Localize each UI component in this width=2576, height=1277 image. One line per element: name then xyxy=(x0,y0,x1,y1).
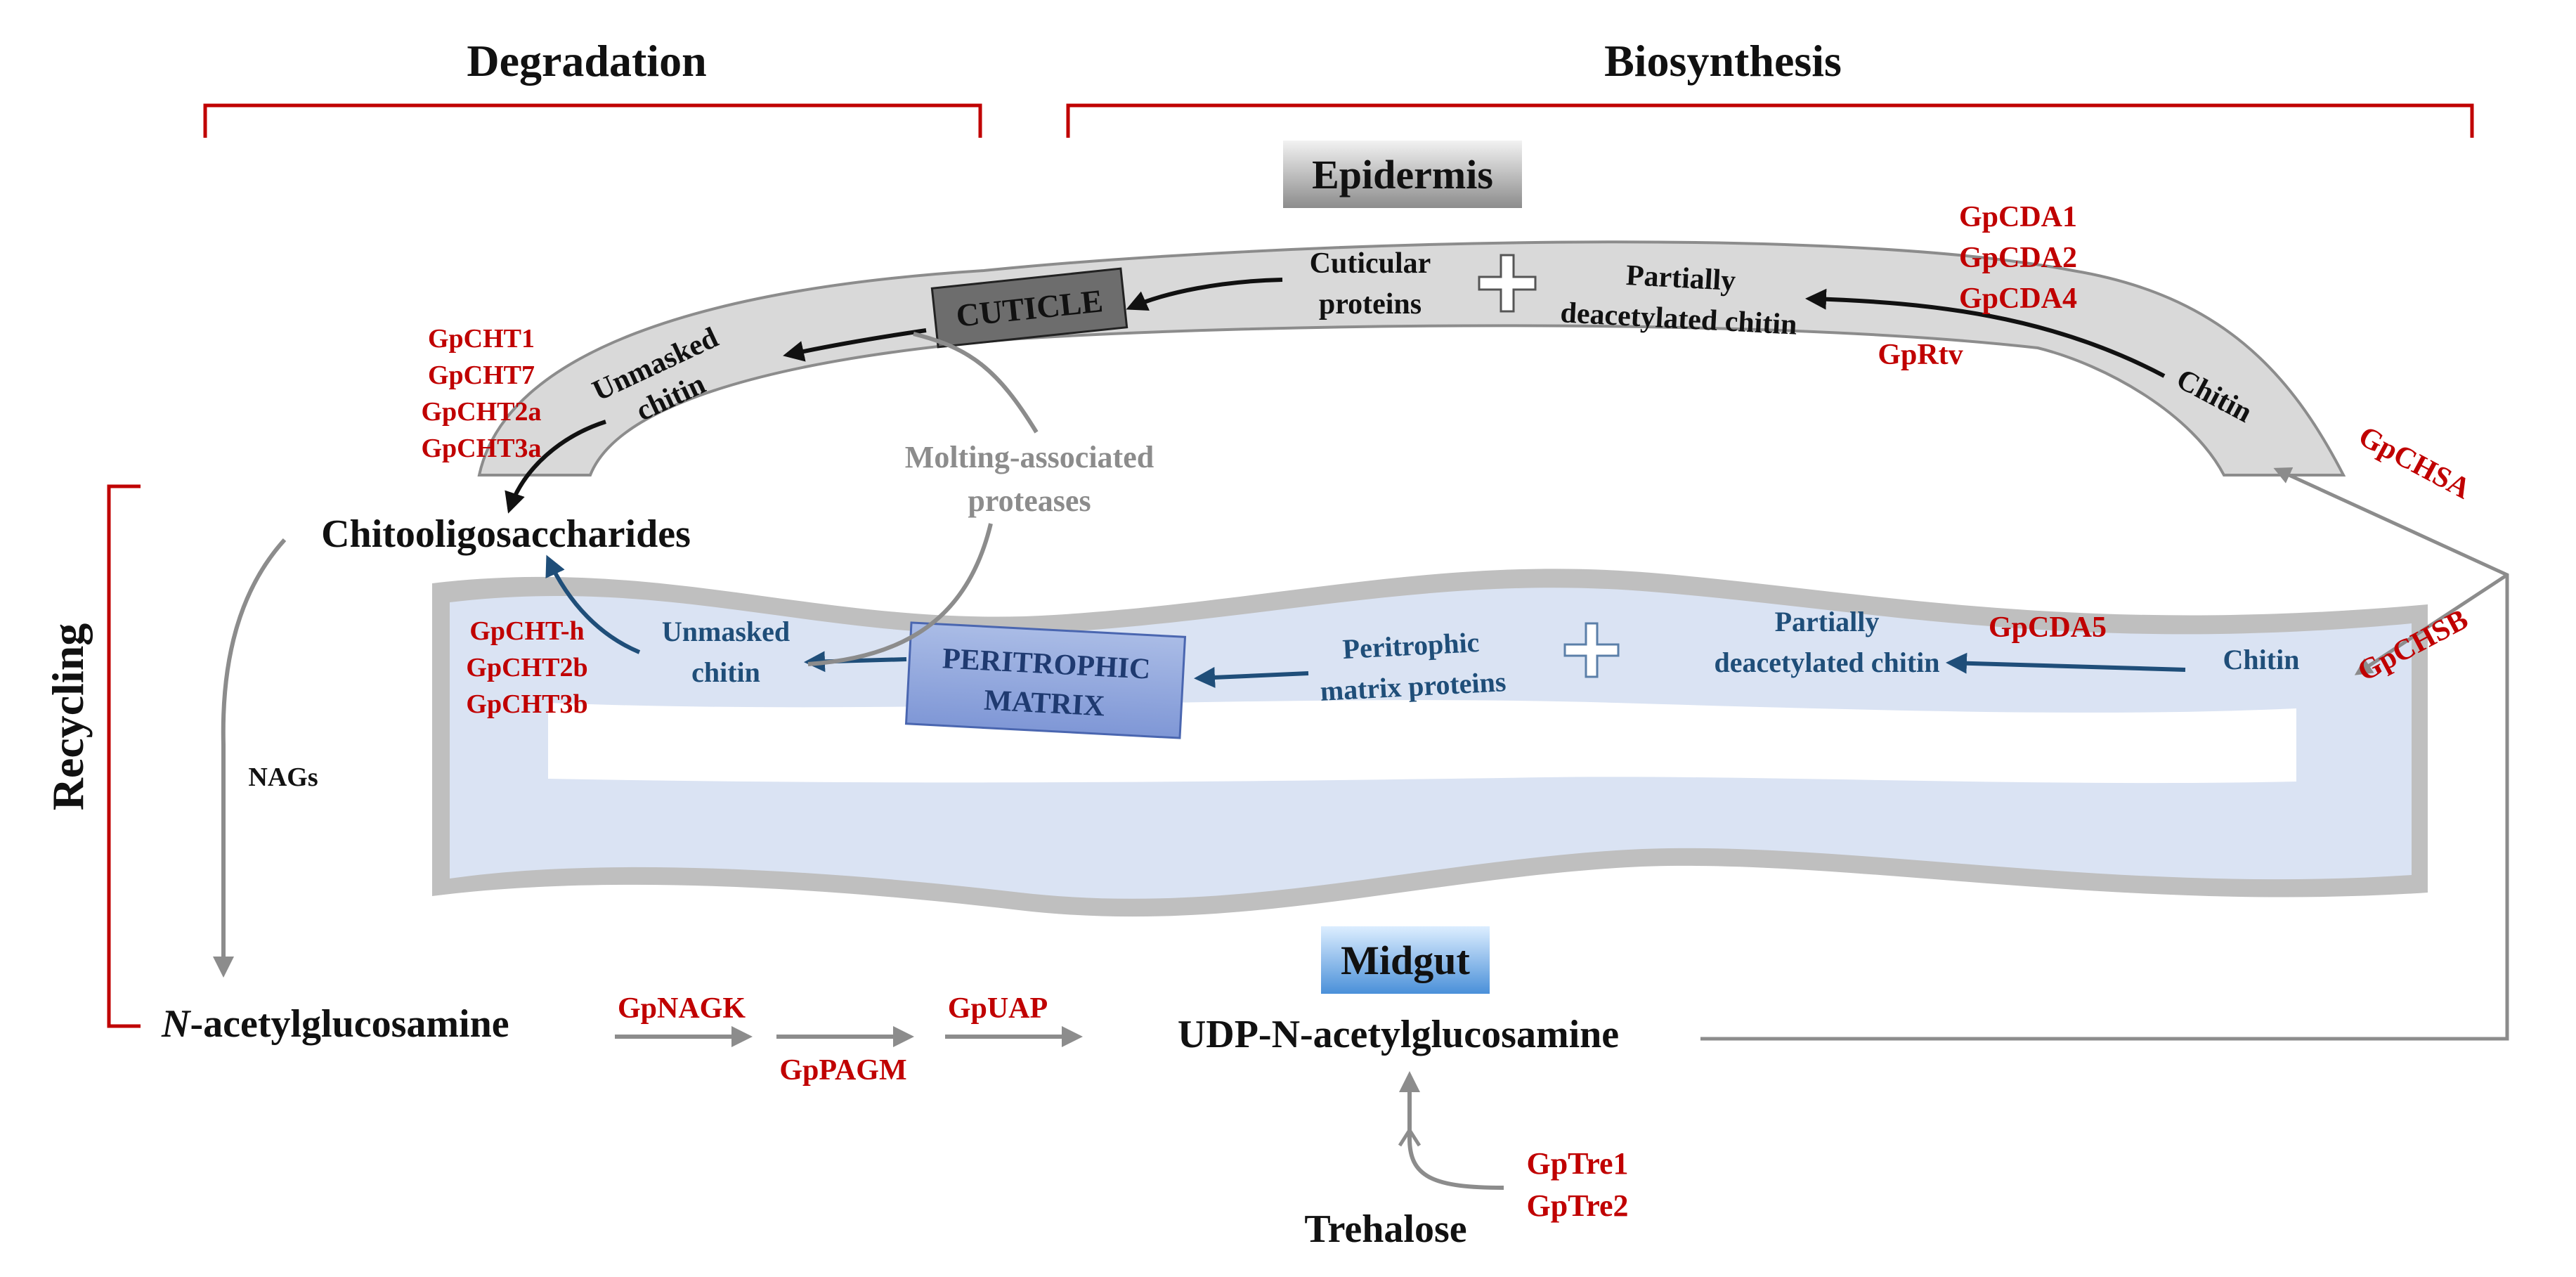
enzyme-gpcht-h: GpCHT-h xyxy=(469,616,584,646)
plus-icon xyxy=(1478,254,1537,313)
arrow-proteases-to-cuticle xyxy=(913,332,1039,434)
arrow-trehalose-to-udp xyxy=(1399,1071,1504,1190)
enzyme-gptre2: GpTre2 xyxy=(1526,1188,1628,1223)
cuticular-proteins-line2: proteins xyxy=(1319,288,1422,320)
arrow-proteases-to-pm xyxy=(807,523,993,666)
arrow-pm-unmasked-to-cos xyxy=(545,555,641,654)
enzyme-gptre1: GpTre1 xyxy=(1526,1146,1628,1181)
connector-chs-to-pm xyxy=(2354,573,2509,675)
midgut-lumen xyxy=(548,700,2296,784)
pm-chitin: Chitin xyxy=(2223,644,2300,675)
proteases-line2: proteases xyxy=(968,484,1091,518)
arrow-trehalose-mid-head xyxy=(1398,1127,1422,1147)
svg-text:GpCHSA: GpCHSA xyxy=(2353,420,2476,506)
enzyme-gpcda1: GpCDA1 xyxy=(1959,201,2077,233)
enzyme-gpcda4: GpCDA4 xyxy=(1959,283,2077,315)
cuticular-proteins-line1: Cuticular xyxy=(1310,247,1431,280)
enzyme-gpcht2b: GpCHT2b xyxy=(466,653,587,682)
arrow-unmasked-to-cos xyxy=(505,420,606,514)
epidermis-label-box xyxy=(1283,141,1522,208)
pm-label-line2: MATRIX xyxy=(983,684,1105,722)
enzyme-gpcht1: GpCHT1 xyxy=(428,324,535,354)
epidermis-label: Epidermis xyxy=(1312,152,1493,197)
arrow-pm-proteins-to-pm xyxy=(1194,666,1309,688)
enzyme-gpnagk: GpNAGK xyxy=(618,992,746,1025)
arrow-pm-chitin-to-pdc xyxy=(1946,652,2186,674)
proteases-line1: Molting-associated xyxy=(905,440,1154,474)
degradation-bracket xyxy=(203,103,982,138)
arrow-chitin-to-pdc xyxy=(1805,288,2166,378)
pm-pdc-line2: deacetylated chitin xyxy=(1714,647,1939,678)
enzyme-gprtv: GpRtv xyxy=(1878,339,1963,371)
peritrophic-matrix-label-box: PERITROPHIC MATRIX xyxy=(904,621,1187,739)
degradation-header: Degradation xyxy=(467,36,706,86)
enzyme-gpcht3b: GpCHT3b xyxy=(466,689,587,719)
pm-unmasked-chitin-line2: chitin xyxy=(691,656,760,688)
n-acetylglucosamine: N-acetylglucosamine xyxy=(161,1002,509,1046)
svg-text:Partially: Partially xyxy=(1625,259,1736,297)
midgut-label: Midgut xyxy=(1341,938,1470,983)
svg-text:Peritrophic: Peritrophic xyxy=(1342,626,1481,665)
enzyme-gpcht2a: GpCHT2a xyxy=(421,397,541,427)
nags-label: NAGs xyxy=(248,763,318,792)
recycling-header: Recycling xyxy=(43,623,93,811)
enzyme-gpcht3a: GpCHT3a xyxy=(421,434,541,463)
pm-plus-icon xyxy=(1563,622,1620,678)
enzyme-gpcda5: GpCDA5 xyxy=(1989,611,2107,644)
midgut-label-box xyxy=(1321,926,1490,994)
enzyme-gppagm: GpPAGM xyxy=(779,1054,906,1087)
enzyme-gpchsa: GpCHSA xyxy=(2353,420,2476,506)
trehalose: Trehalose xyxy=(1304,1207,1466,1251)
enzyme-gpcht7: GpCHT7 xyxy=(428,361,535,390)
arrow-cos-to-glcnac xyxy=(213,538,287,978)
pm-unmasked-chitin-line1: Unmasked xyxy=(662,616,790,647)
arrow-cuticle-to-unmasked xyxy=(783,328,927,362)
cuticle-label-box: CUTICLE xyxy=(930,267,1128,349)
pm-pdc-line1: Partially xyxy=(1775,606,1880,637)
enzyme-gpuap: GpUAP xyxy=(948,992,1048,1025)
biosynthesis-header: Biosynthesis xyxy=(1604,36,1842,86)
biosynthesis-bracket xyxy=(1066,103,2474,138)
udp-n-acetylglucosamine: UDP-N-acetylglucosamine xyxy=(1178,1013,1619,1056)
connector-udp-to-chs xyxy=(1700,467,2509,1041)
chitooligosaccharides: Chitooligosaccharides xyxy=(321,512,691,556)
recycling-bracket xyxy=(107,484,141,1028)
enzyme-gpcda2: GpCDA2 xyxy=(1959,242,2077,274)
arrow-proteins-to-cuticle xyxy=(1126,278,1283,311)
